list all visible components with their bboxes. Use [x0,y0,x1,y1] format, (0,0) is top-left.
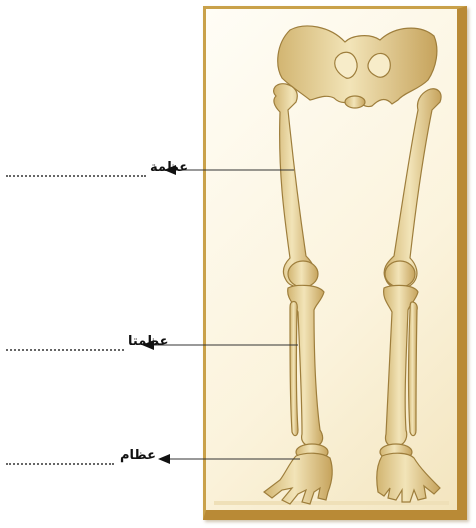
answer-blank-1 [6,175,146,177]
answer-blank-3 [6,463,114,465]
arrow-left-icon [158,454,170,464]
label-row-bones: عظام [6,448,206,468]
left-fibula-bone [290,301,298,435]
answer-blank-2 [6,349,124,351]
right-foot-bones [377,453,440,502]
label-row-bone-one: عظمة [6,160,206,180]
left-foot-bones [264,453,332,504]
arrow-left-icon [142,340,154,350]
right-fibula-bone [409,302,418,436]
arrow-left-icon [164,165,176,175]
left-femur-bone [274,84,315,287]
label-bones: عظام [120,448,156,463]
right-femur-bone [384,89,441,289]
left-kneecap [288,261,318,287]
right-kneecap [385,261,415,287]
label-row-bone-two: عظمتا [6,334,206,354]
